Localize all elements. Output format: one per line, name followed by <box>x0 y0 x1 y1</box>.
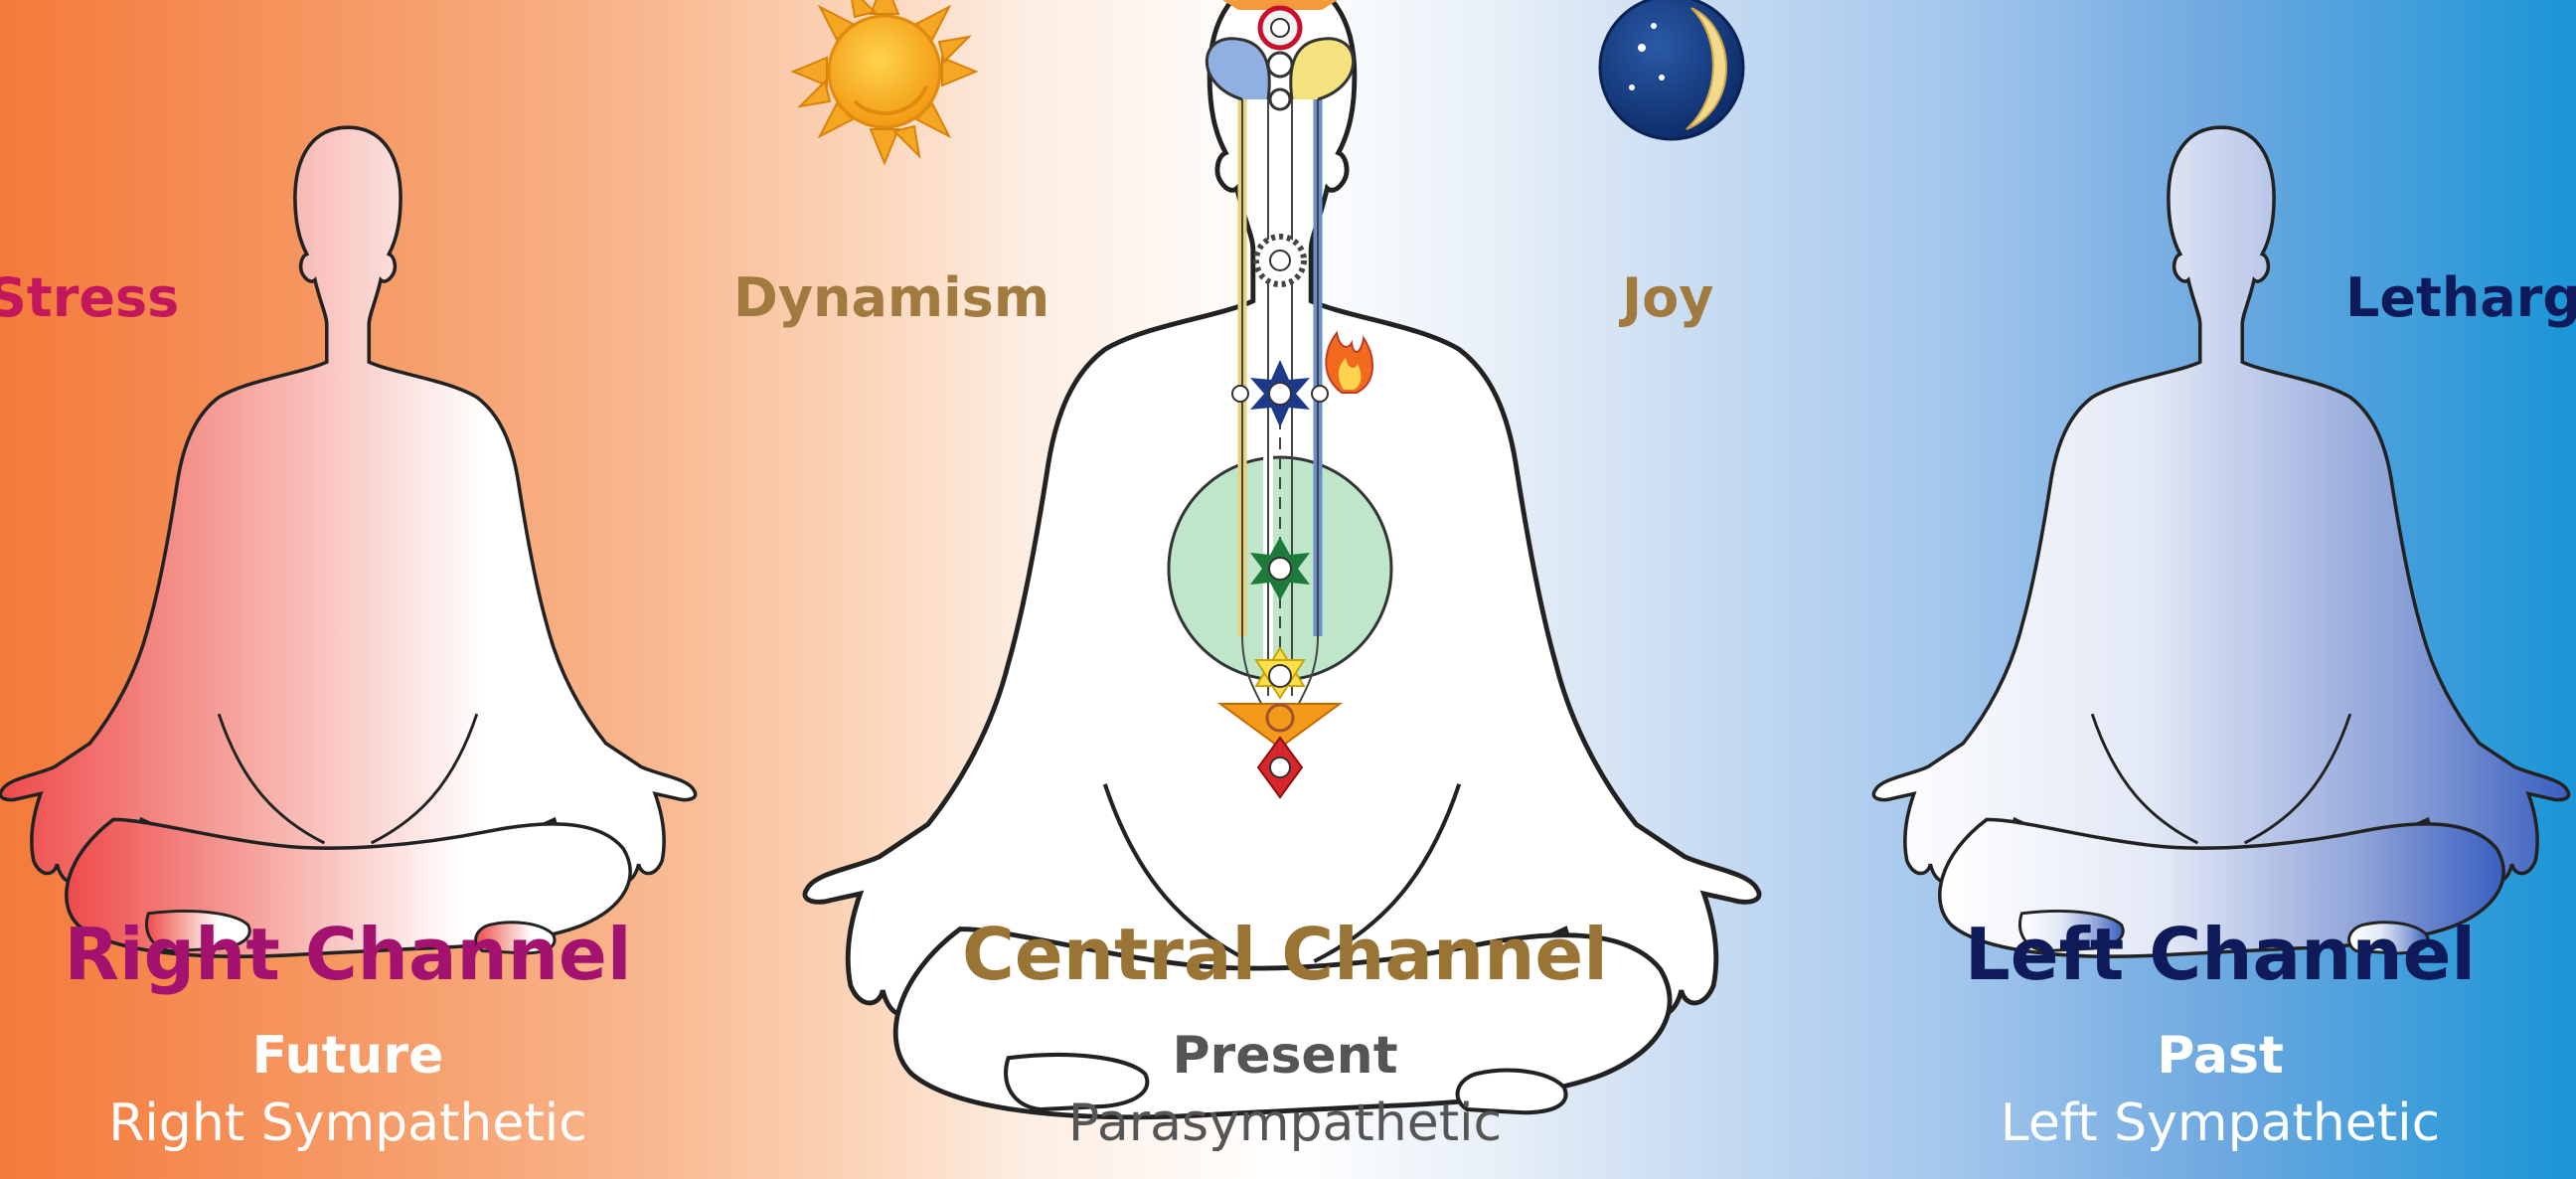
left-channel-system: Left Sympathetic <box>2000 1094 2441 1153</box>
dynamism-label: Dynamism <box>733 266 1050 329</box>
chakra-mooladhara <box>1216 703 1344 799</box>
chakra-nabhi <box>1250 537 1310 600</box>
chakra-swadishthan <box>1254 646 1306 700</box>
left-channel-time: Past <box>2157 1026 2284 1086</box>
stress-label: Stress <box>0 266 180 329</box>
left-channel-title: Left Channel <box>1964 913 2477 996</box>
left-channel-figure <box>1871 125 2571 958</box>
lethargy-label: Lethargy <box>2345 266 2576 329</box>
crescent-moon-icon <box>1598 0 1745 141</box>
right-channel-figure <box>0 125 698 958</box>
sun-icon <box>790 0 979 166</box>
central-channel-system: Parasympathetic <box>1067 1094 1503 1153</box>
chakra-vishuddhi <box>1253 234 1307 287</box>
chakra-anahat <box>1231 360 1329 427</box>
central-channel-time: Present <box>1172 1026 1398 1086</box>
central-channel-title: Central Channel <box>962 913 1608 996</box>
right-channel-title: Right Channel <box>64 913 632 996</box>
joy-label: Joy <box>1622 266 1714 329</box>
flame-icon <box>1325 330 1374 394</box>
right-channel-time: Future <box>251 1026 444 1086</box>
right-channel-system: Right Sympathetic <box>108 1094 587 1153</box>
